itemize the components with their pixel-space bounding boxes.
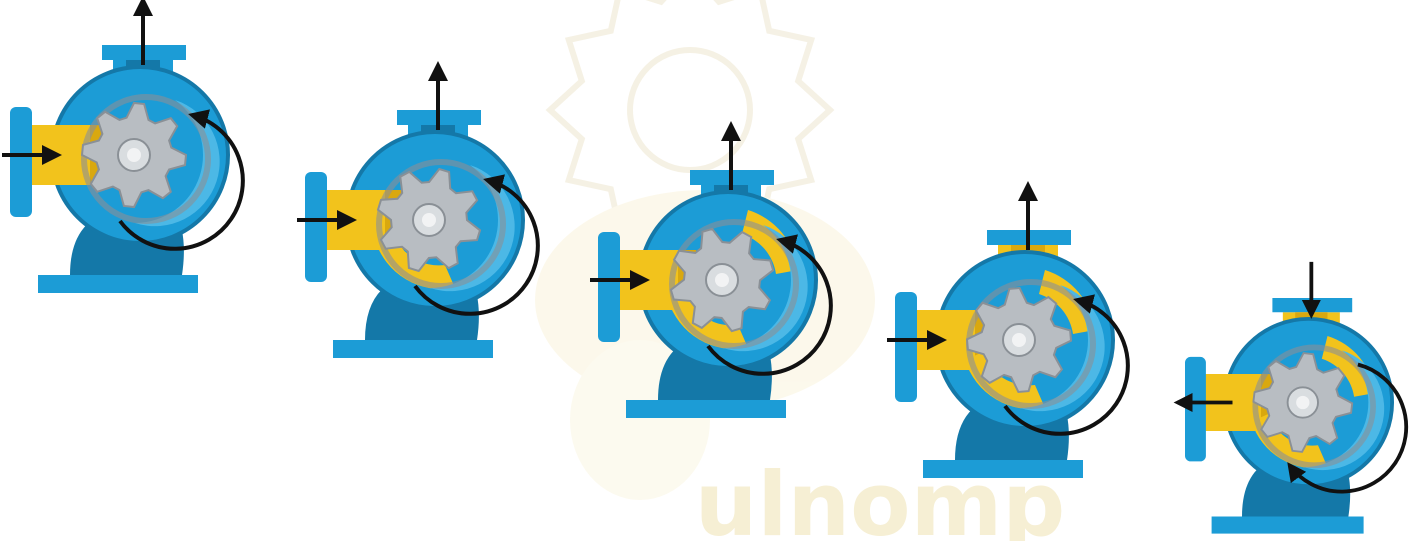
pump-stage-4 — [887, 185, 1128, 478]
pump-base-flange — [333, 340, 493, 358]
pump-base-flange — [626, 400, 786, 418]
side-flange — [1185, 357, 1206, 462]
pump-stage-2 — [297, 65, 538, 358]
pump-base-flange — [923, 460, 1083, 478]
side-flange — [305, 172, 327, 282]
pump-stage-1 — [2, 0, 243, 293]
pump-stage-5 — [1177, 262, 1406, 534]
pump-base-flange — [1212, 517, 1364, 534]
side-flange — [10, 107, 32, 217]
side-flange — [598, 232, 620, 342]
pump-base-flange — [38, 275, 198, 293]
side-flange — [895, 292, 917, 402]
